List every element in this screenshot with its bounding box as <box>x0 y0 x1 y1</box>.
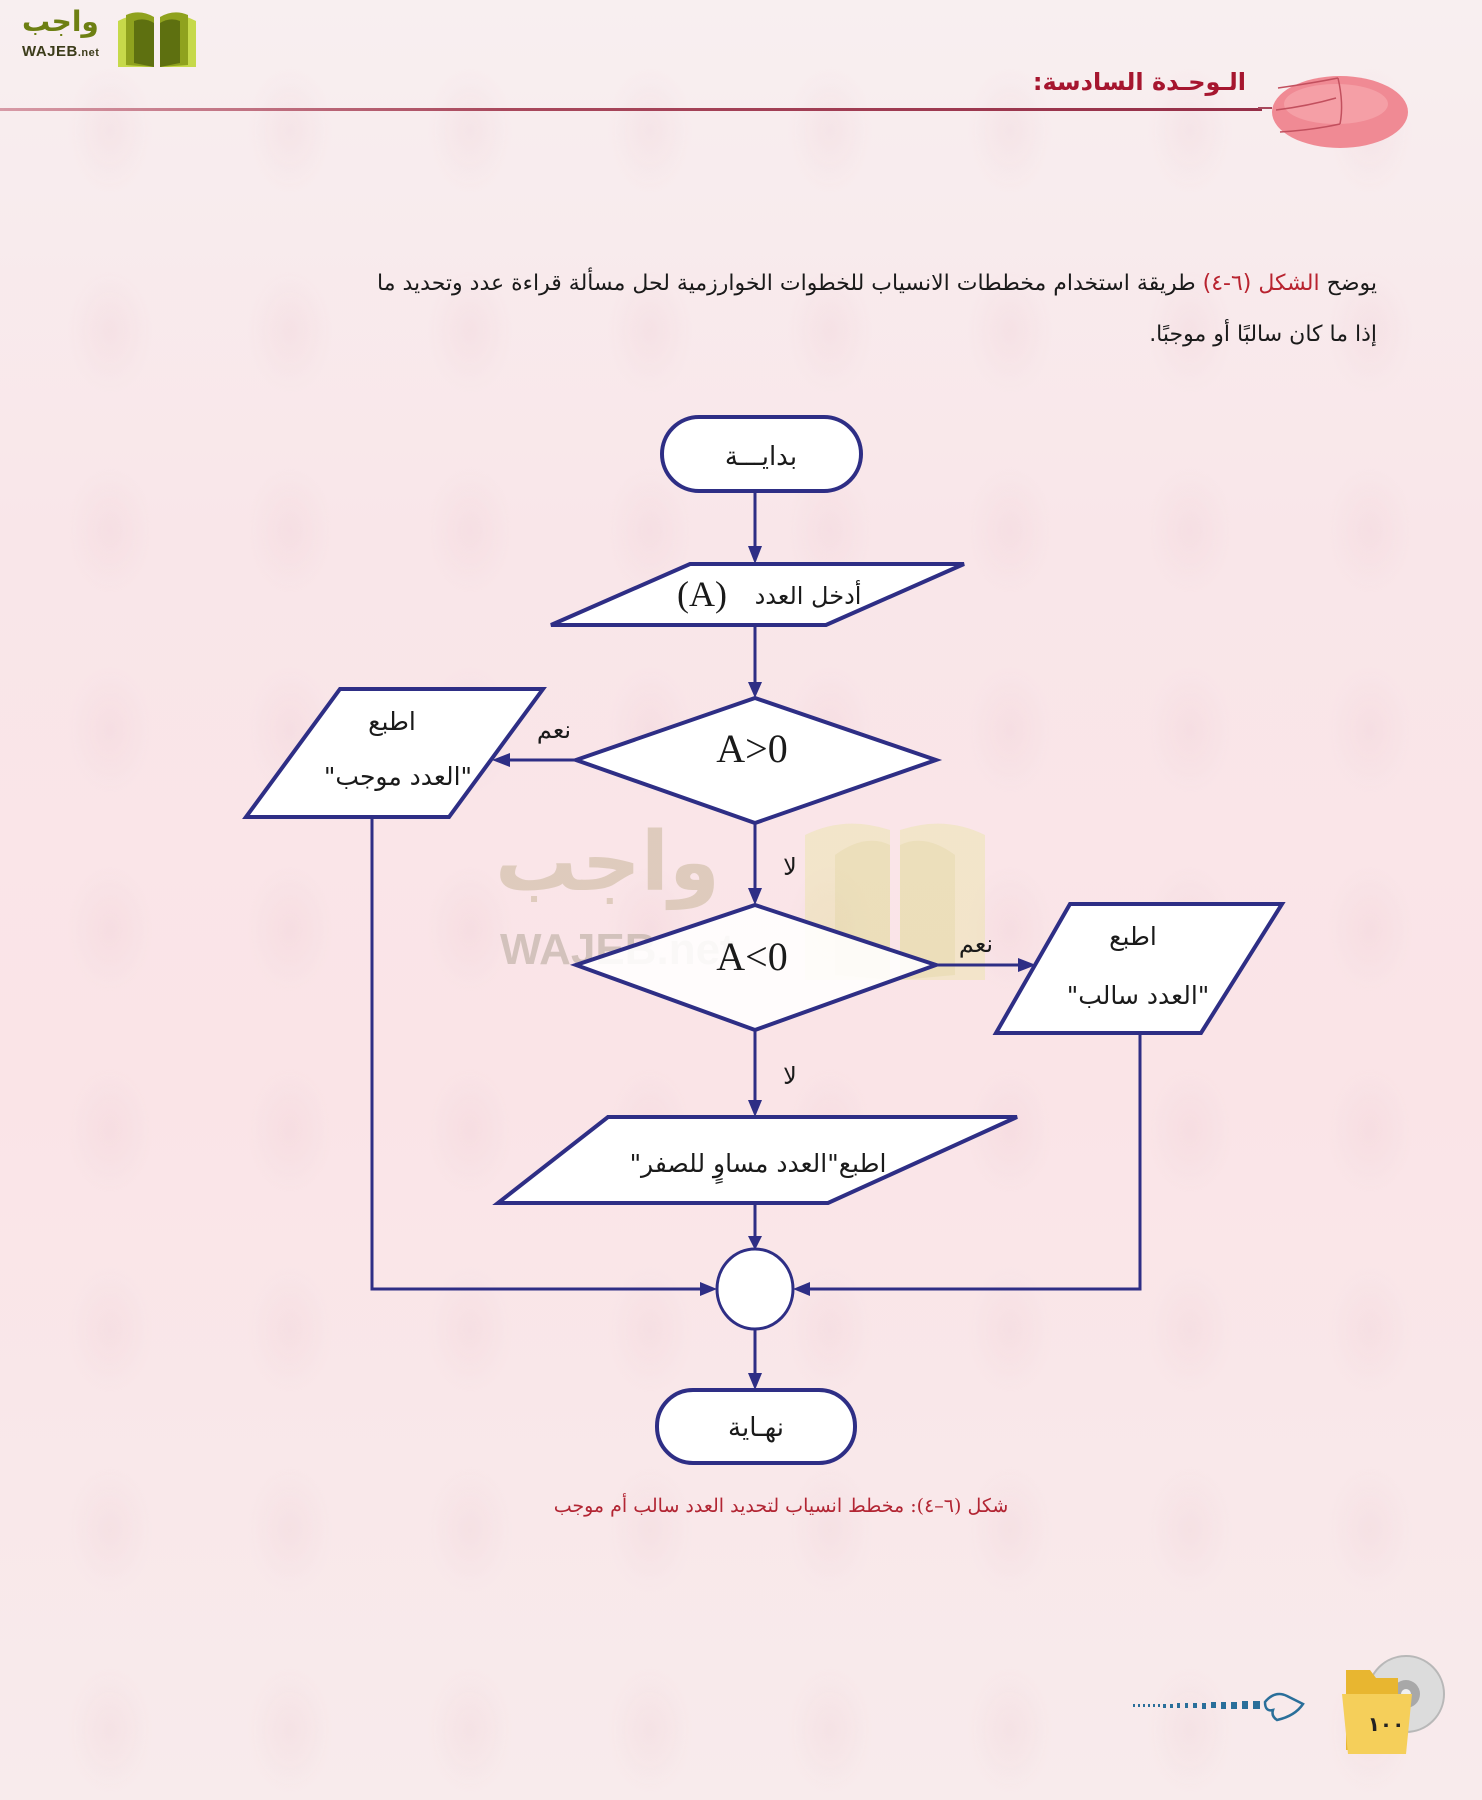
yes-label-negative: نعم <box>959 930 993 958</box>
folder-cd-icon <box>1342 1655 1445 1754</box>
figure-caption: شكل (٦–٤): مخطط انسياب لتحديد العدد سالب… <box>0 1495 1482 1517</box>
print-negative-message: "العدد سالب" <box>1067 981 1210 1010</box>
decision-positive-condition: A>0 <box>716 726 787 771</box>
page-number: ١٠٠ <box>1367 1712 1405 1736</box>
connectors <box>370 491 1142 1390</box>
header-divider <box>0 108 1262 111</box>
no-label-positive: لا <box>783 853 797 881</box>
wajeb-logo[interactable]: واجب WAJEB.net <box>10 5 196 68</box>
start-terminal: بدايـــة <box>660 415 863 493</box>
no-label-negative: لا <box>783 1062 797 1090</box>
input-variable: (A) <box>677 574 727 614</box>
figure-caption-text: شكل (٦–٤): مخطط انسياب لتحديد العدد سالب… <box>553 1495 1009 1517</box>
intro-line-1: يوضح الشكل (٦-٤) طريقة استخدام مخططات ال… <box>147 258 1377 309</box>
print-negative-step: اطبع "العدد سالب" <box>992 902 1286 1035</box>
print-negative-command: اطبع <box>1109 922 1157 952</box>
intro-prefix: يوضح <box>1319 271 1377 296</box>
brand-name-english-main: WAJEB <box>22 43 78 60</box>
input-label: أدخل العدد <box>755 580 862 610</box>
decision-negative: A<0 <box>569 902 943 1033</box>
unit-title: الـوحـدة السادسة: <box>1032 68 1246 96</box>
page-footer: ١٠٠ <box>1125 1650 1455 1760</box>
brand-name-english: WAJEB.net <box>22 43 99 60</box>
decision-positive: A>0 <box>569 695 943 826</box>
open-book-icon <box>118 12 196 68</box>
brand-name-arabic: واجب <box>22 5 99 38</box>
print-positive-message: "العدد موجب" <box>324 762 472 791</box>
merge-connector <box>715 1247 795 1331</box>
end-label: نهـاية <box>728 1413 784 1443</box>
computer-mouse-icon <box>1258 76 1408 148</box>
decision-negative-condition: A<0 <box>716 934 787 979</box>
figure-reference-link[interactable]: الشكل (٦-٤) <box>1202 271 1320 296</box>
brand-name-english-suffix: .net <box>77 47 100 59</box>
print-positive-command: اطبع <box>368 707 416 737</box>
pointer-arrow-icon <box>1133 1692 1305 1722</box>
input-step: أدخل العدد (A) <box>550 562 965 627</box>
print-zero-step: اطبع"العدد مساوٍ للصفر" <box>492 1115 1018 1205</box>
intro-line-1-text: طريقة استخدام مخططات الانسياب للخطوات ال… <box>377 271 1203 296</box>
intro-line-2: إذا ما كان سالبًا أو موجبًا. <box>1149 322 1377 347</box>
end-terminal: نهـاية <box>655 1388 857 1465</box>
intro-paragraph: يوضح الشكل (٦-٤) طريقة استخدام مخططات ال… <box>147 258 1377 360</box>
yes-label-positive: نعم <box>537 716 571 744</box>
print-positive-step: اطبع "العدد موجب" <box>242 687 547 819</box>
start-label: بدايـــة <box>725 442 797 472</box>
